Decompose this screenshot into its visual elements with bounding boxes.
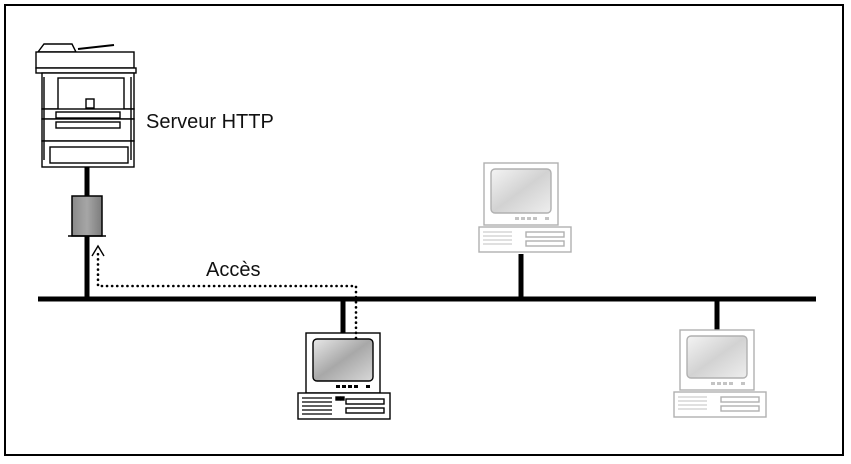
access-path-arrow [91, 244, 358, 340]
access-label: Accès [206, 259, 261, 281]
multifunction-printer-icon [35, 43, 137, 168]
desktop-computer-inactive-2-icon [673, 329, 767, 418]
desktop-computer-active-icon [297, 332, 391, 420]
server-label: Serveur HTTP [146, 111, 274, 133]
network-adapter-icon [68, 195, 106, 237]
desktop-computer-inactive-1-icon [478, 162, 572, 253]
